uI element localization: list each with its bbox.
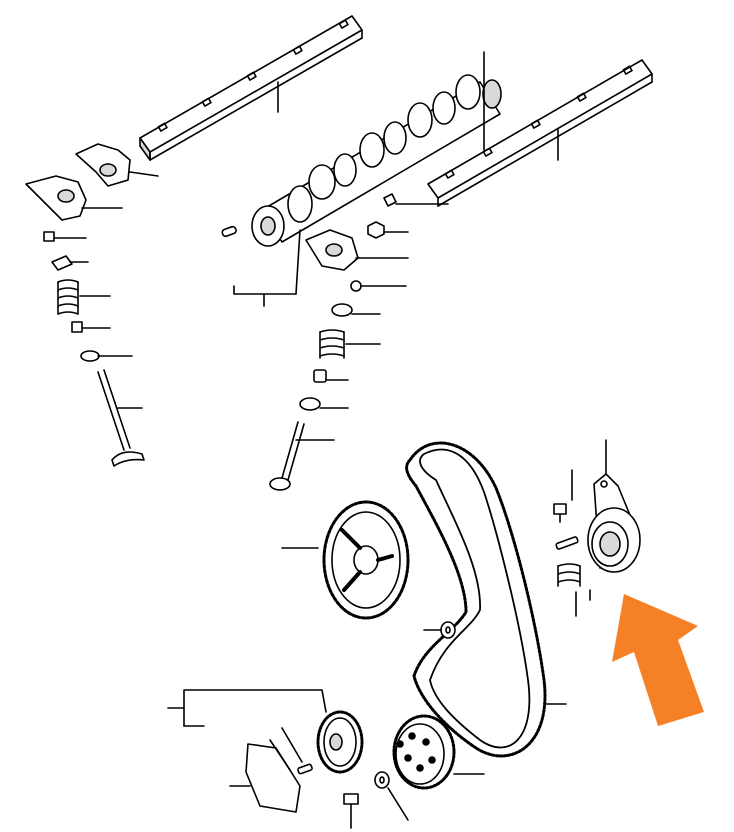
rocker-arm-centre	[305, 229, 409, 271]
adjuster-screw	[383, 193, 449, 207]
tensioner-bolt	[553, 469, 573, 523]
adjuster-nut	[367, 221, 409, 239]
camshaft	[233, 51, 502, 307]
valve-collet	[350, 280, 407, 292]
camshaft-sprocket	[281, 500, 410, 620]
rocker-arm-lower	[25, 175, 123, 221]
water-pump-pulley	[392, 714, 485, 790]
dowel-pin	[221, 225, 237, 238]
belt-tensioner	[587, 439, 641, 573]
tensioner-pin	[555, 536, 579, 550]
spring-retainer	[331, 303, 381, 317]
thrust-washer	[423, 621, 456, 639]
pulley-bolt	[343, 793, 359, 829]
spring-seat	[299, 397, 349, 411]
timing-belt	[405, 441, 567, 758]
rocker-shaft-left	[139, 15, 363, 161]
valve-train-left	[43, 231, 145, 467]
pulley-washer	[374, 771, 409, 821]
arrow-up-left-icon	[612, 594, 704, 726]
crankshaft-sprocket	[167, 689, 364, 774]
woodruff-key	[281, 727, 313, 775]
rocker-arm-upper	[75, 143, 159, 187]
tensioner-spring	[557, 563, 591, 617]
valve-stem-seal	[313, 369, 349, 383]
valve-centre	[269, 421, 335, 491]
timing-belt-guide	[229, 739, 301, 813]
valve-spring	[319, 329, 381, 359]
rocker-shaft-right	[427, 59, 653, 207]
